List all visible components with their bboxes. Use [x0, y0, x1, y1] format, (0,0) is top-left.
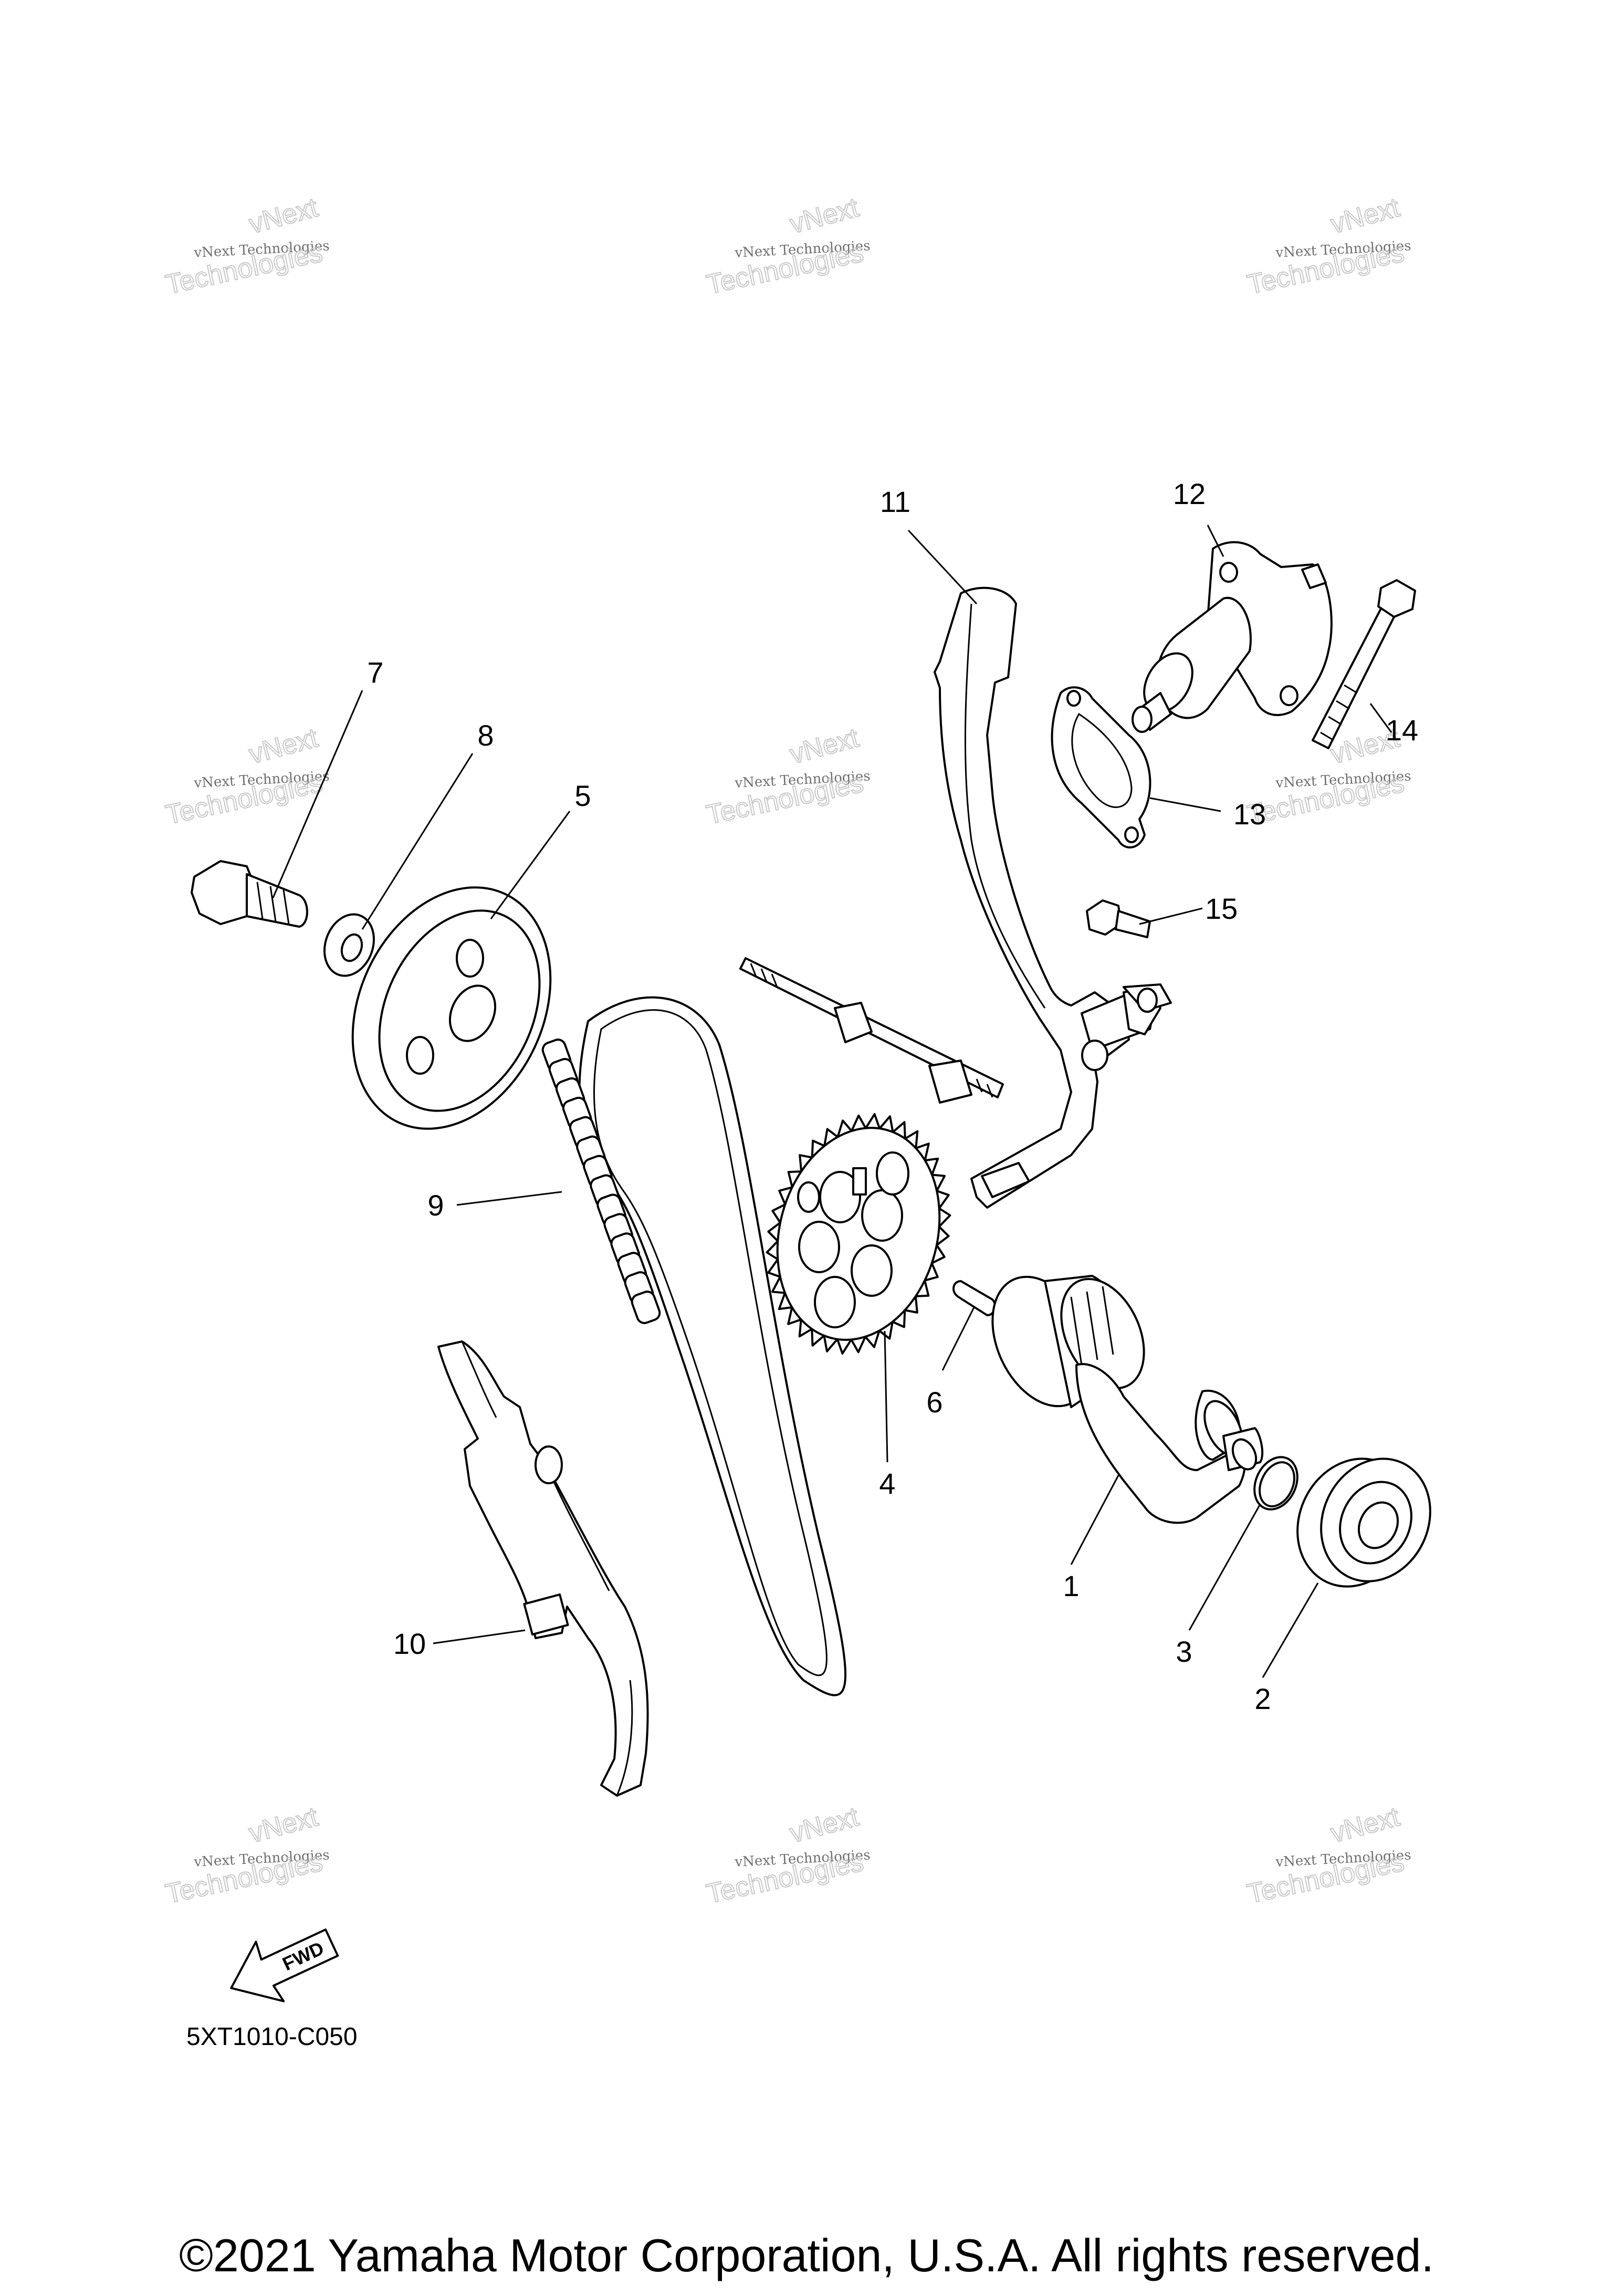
- watermark-vnext: vNext: [246, 192, 321, 240]
- part-10-guide: [437, 1340, 649, 1797]
- callout-2: 2: [1254, 1682, 1271, 1715]
- callout-10: 10: [393, 1627, 426, 1660]
- part-12-tensioner: [1132, 541, 1333, 733]
- callouts: 1 2 3 4 5 6 7 8 9 10 11 12 13 14 15: [367, 477, 1418, 1715]
- callout-11: 11: [880, 485, 910, 518]
- callout-7: 7: [367, 656, 383, 689]
- callout-6: 6: [926, 1386, 942, 1419]
- shaft: [739, 957, 1004, 1104]
- callout-12: 12: [1173, 477, 1206, 510]
- callout-1: 1: [1063, 1569, 1079, 1602]
- watermark-vnext: vNext: [246, 1801, 321, 1849]
- part-15-bolt: [1086, 899, 1151, 938]
- part-2-bearing: [1296, 1458, 1431, 1588]
- part-6-pin: [952, 1280, 997, 1316]
- part-13-gasket: [1051, 686, 1151, 848]
- watermark-vnext: vNext: [1327, 192, 1403, 240]
- watermark-vnext: vNext: [787, 192, 862, 240]
- callout-9: 9: [427, 1189, 444, 1222]
- watermark-vnext: vNext: [246, 722, 321, 770]
- copyright-notice: ©2021 Yamaha Motor Corporation, U.S.A. A…: [179, 2229, 1434, 2281]
- callout-5: 5: [574, 779, 591, 812]
- part-4-sprocket: [766, 1113, 951, 1355]
- watermark-vnext: vNext: [1327, 1801, 1403, 1849]
- part-3-o-ring: [1253, 1456, 1298, 1511]
- part-5-plate: [351, 886, 552, 1130]
- part-1-camshaft: [991, 1275, 1264, 1524]
- callout-4: 4: [879, 1467, 895, 1500]
- callout-13: 13: [1233, 798, 1266, 831]
- part-7-bolt: [191, 860, 308, 928]
- fwd-arrow: FWD: [230, 1928, 339, 2003]
- callout-15: 15: [1205, 892, 1238, 925]
- leader-lines: [272, 525, 1392, 1678]
- chain-link: [631, 1291, 661, 1324]
- callout-14: 14: [1386, 714, 1418, 747]
- callout-8: 8: [477, 719, 494, 752]
- watermark-vnext: vNext: [787, 722, 862, 770]
- part-14-bolt: [1312, 579, 1416, 749]
- part-9-chain: [541, 996, 847, 1696]
- callout-3: 3: [1176, 1635, 1192, 1668]
- part-8-washer: [323, 913, 375, 977]
- watermark-vnext: vNext: [787, 1801, 862, 1849]
- part-11-tensioner-arm: [934, 586, 1172, 1209]
- diagram-code: 5XT1010-C050: [186, 2023, 358, 2051]
